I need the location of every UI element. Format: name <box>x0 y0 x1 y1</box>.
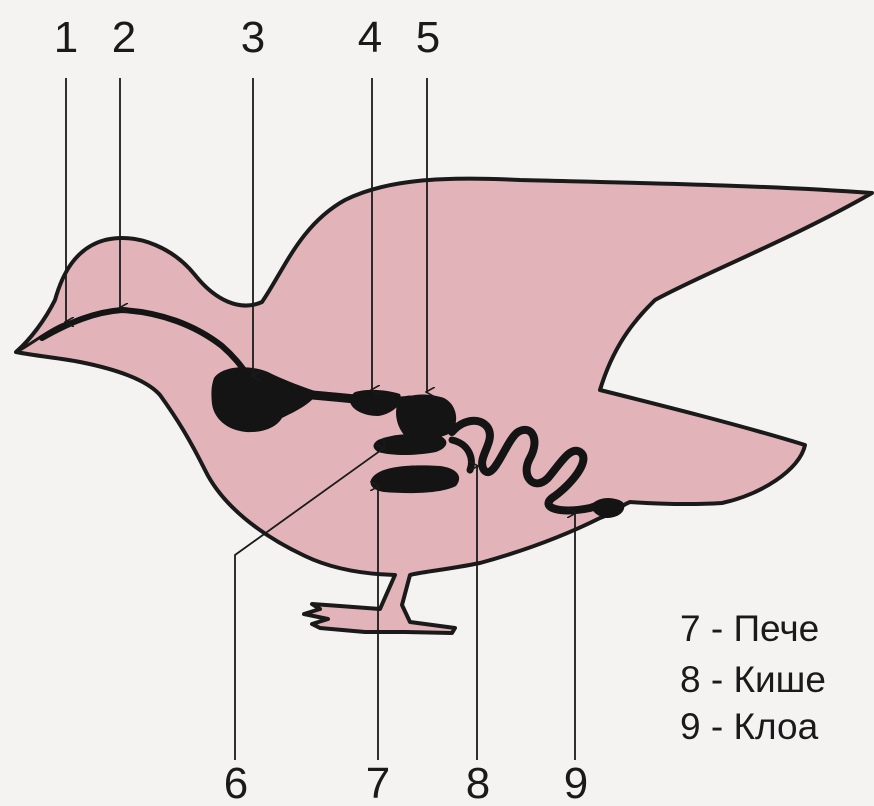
label-8: 8 <box>466 759 490 806</box>
legend-item-7: 7 - Пече <box>680 608 819 650</box>
legend-item-9: 9 - Клоа <box>680 706 818 748</box>
label-2: 2 <box>112 13 136 62</box>
label-3: 3 <box>241 13 265 62</box>
label-4: 4 <box>358 13 382 62</box>
label-6: 6 <box>224 759 248 806</box>
legend-item-8: 8 - Кише <box>680 659 826 701</box>
label-1: 1 <box>54 13 78 62</box>
label-9: 9 <box>564 759 588 806</box>
label-5: 5 <box>416 13 440 62</box>
gizzard <box>396 395 456 439</box>
label-7: 7 <box>366 759 390 806</box>
